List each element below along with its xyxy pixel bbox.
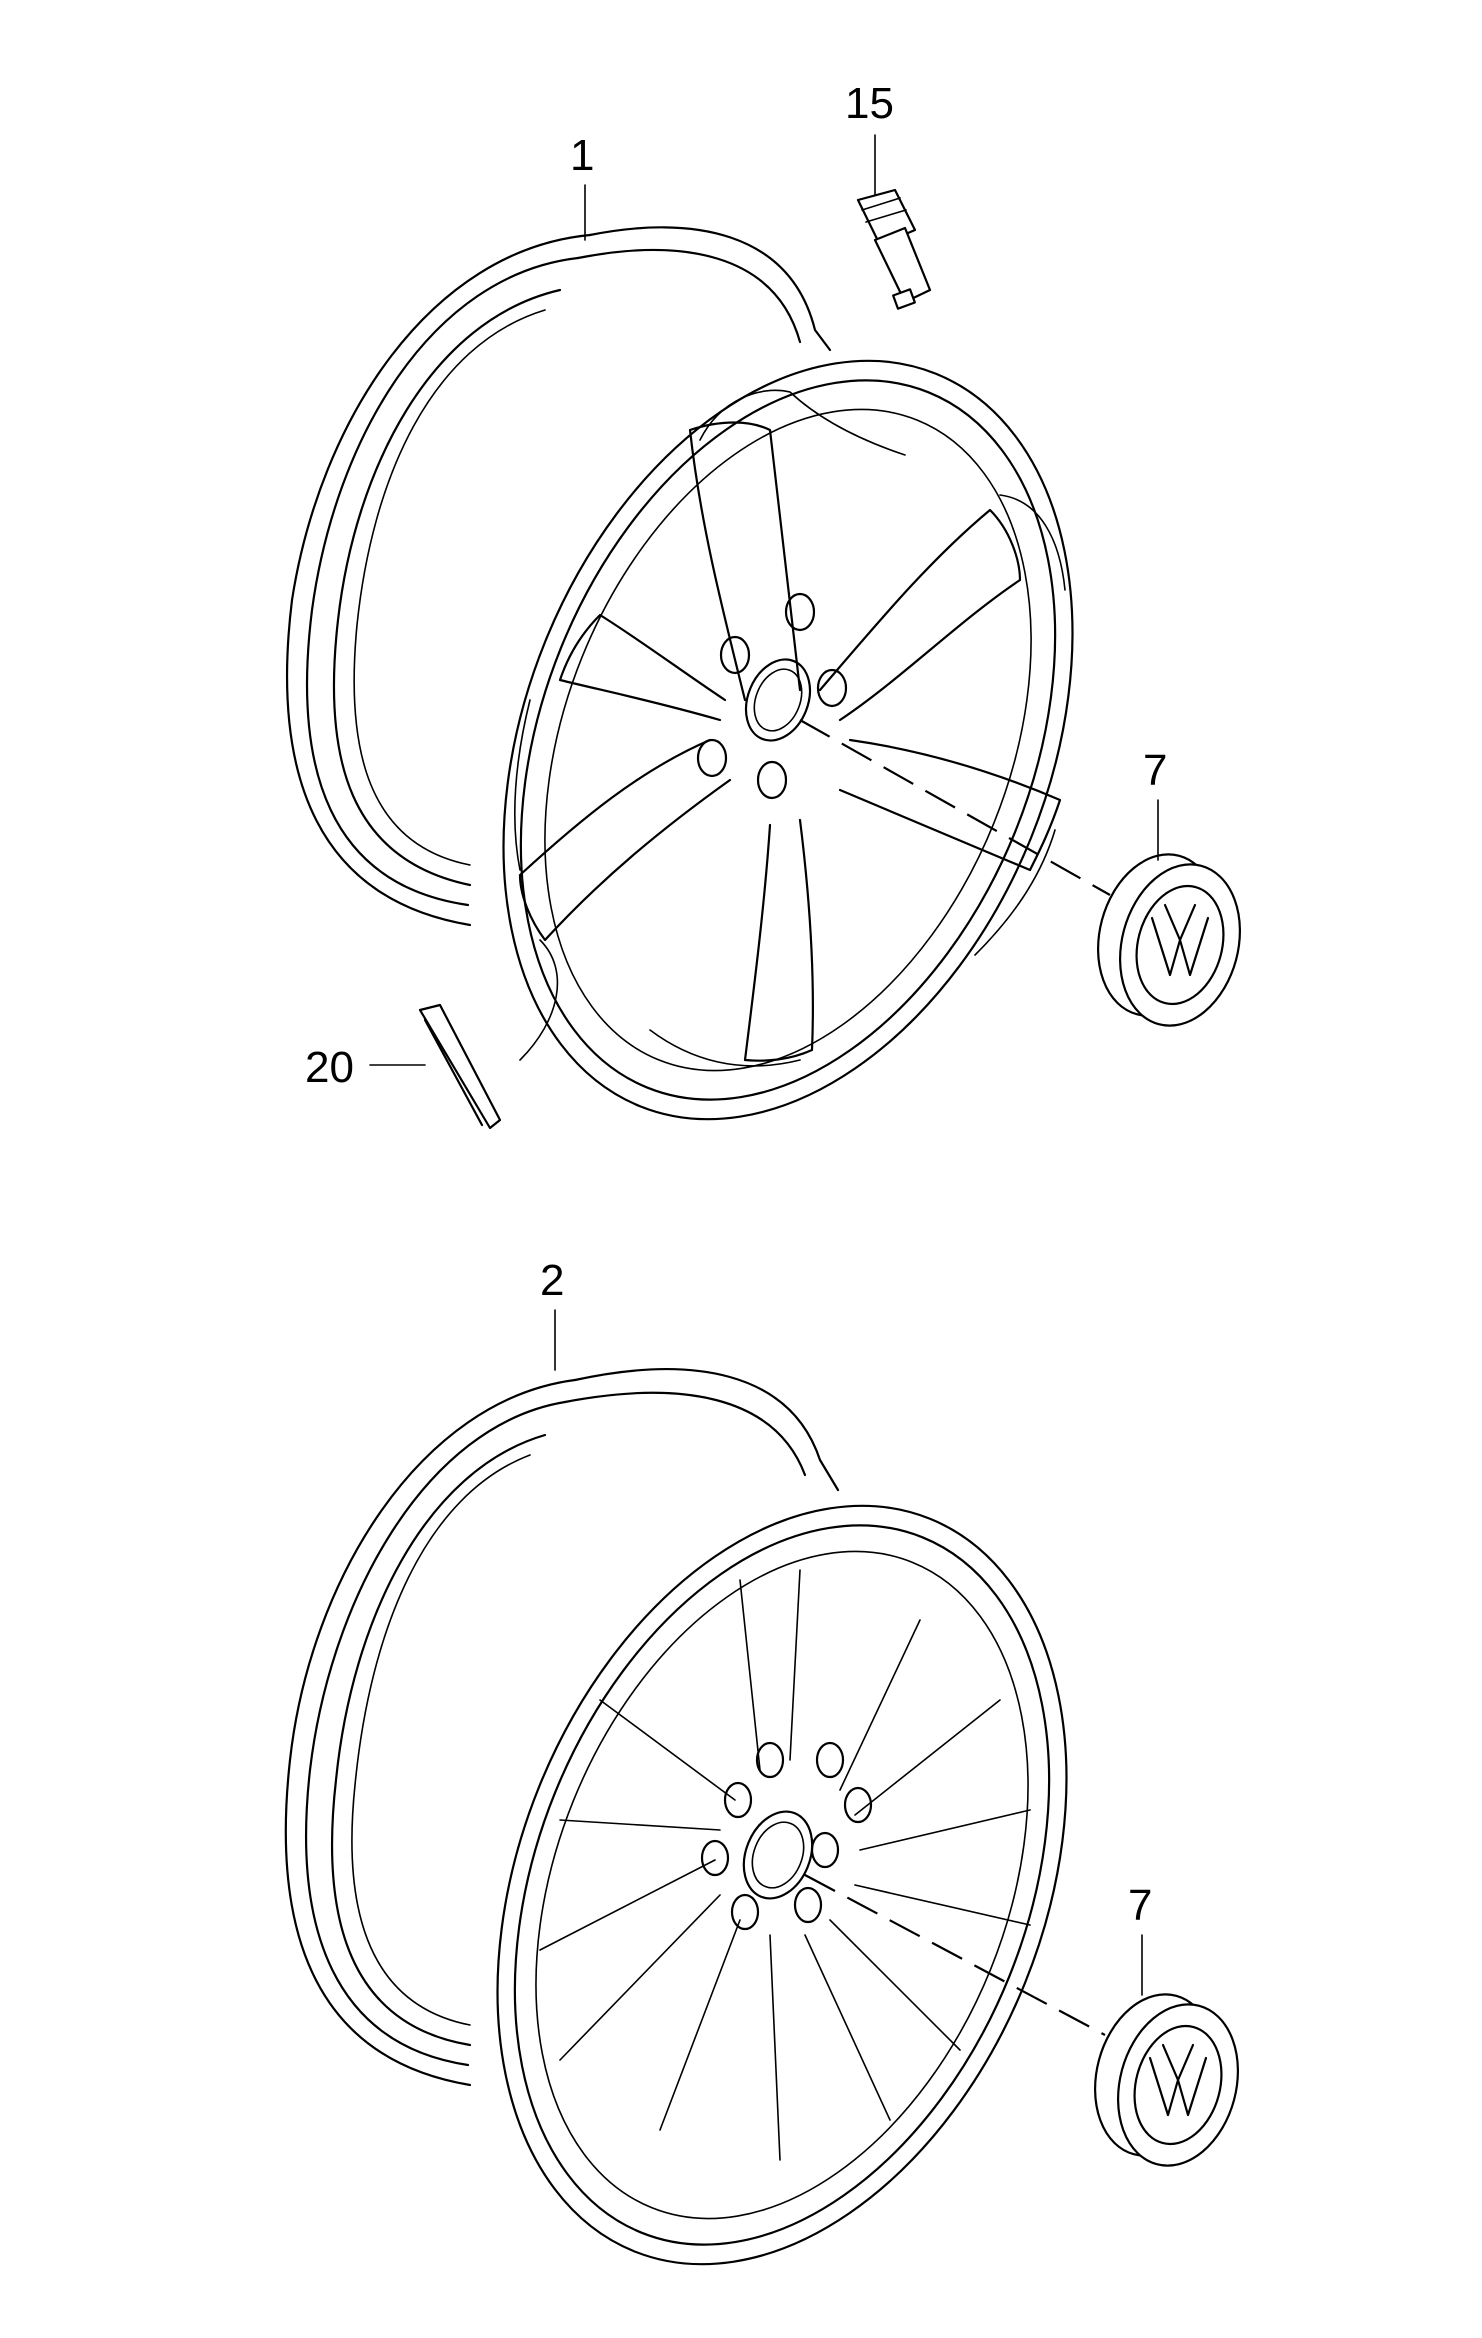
callout-7-top: 7 — [1143, 746, 1167, 795]
balance-weight[interactable] — [418, 939, 559, 1130]
callout-1: 1 — [570, 131, 594, 180]
callout-2: 2 — [540, 1256, 564, 1305]
hub-cap-bottom[interactable] — [1078, 1981, 1255, 2179]
callout-7-bottom: 7 — [1128, 1881, 1152, 1930]
alloy-wheel-top[interactable] — [285, 226, 1179, 1204]
callout-15: 15 — [845, 79, 894, 128]
alloy-wheel-bottom[interactable] — [284, 1368, 1173, 2338]
vw-logo-icon — [1148, 2043, 1208, 2117]
hub-cap-top[interactable] — [1081, 841, 1257, 1039]
callout-20: 20 — [305, 1043, 354, 1092]
tire-valve[interactable] — [856, 188, 932, 310]
vw-logo-icon — [1150, 903, 1210, 977]
